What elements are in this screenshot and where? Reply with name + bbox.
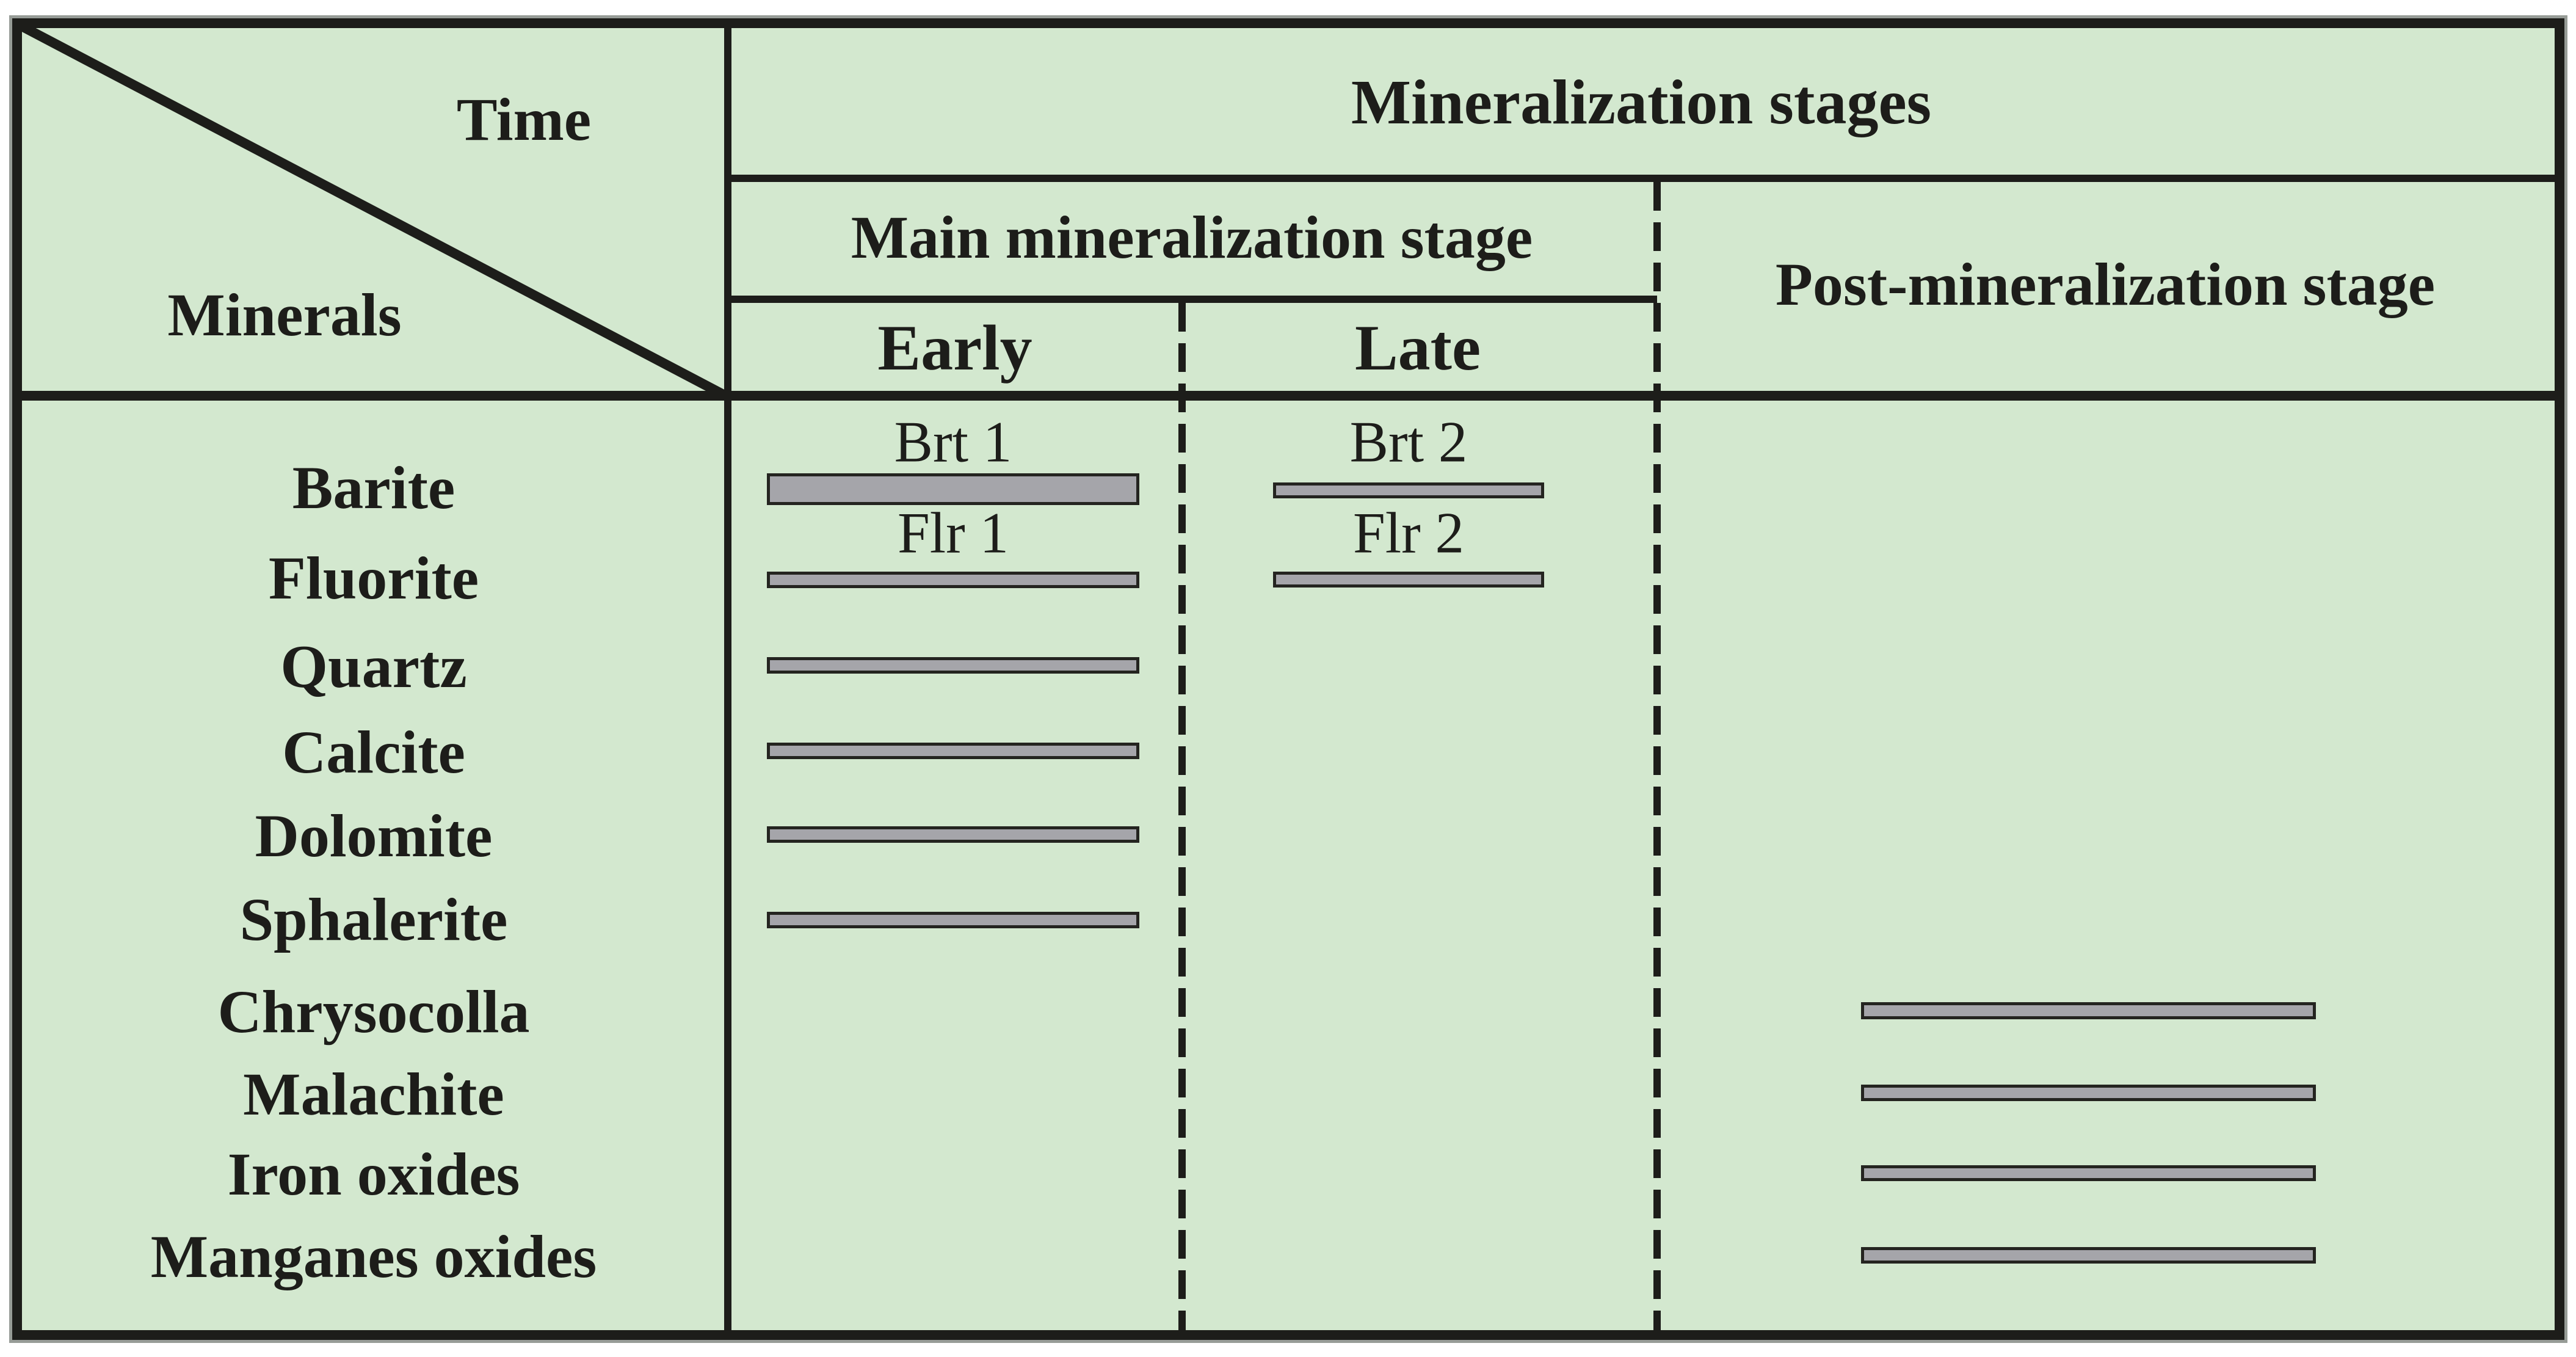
mineral-label-manganes-oxides: Manganes oxides bbox=[150, 1223, 597, 1290]
divider-under-stages-header bbox=[724, 175, 2555, 182]
header-late: Late bbox=[1354, 312, 1481, 384]
header-mineralization-stages: Mineralization stages bbox=[1351, 67, 1932, 137]
bar-label-brt1: Brt 1 bbox=[894, 409, 1012, 475]
corner-label-time: Time bbox=[456, 85, 592, 153]
table-frame: Time Minerals Mineralization stages Main… bbox=[12, 18, 2564, 1340]
header-post-mineralization-stage: Post-mineralization stage bbox=[1775, 250, 2436, 318]
bar-dolomite-early bbox=[767, 826, 1139, 843]
bar-malachite-post bbox=[1861, 1085, 2316, 1101]
mineral-label-chrysocolla: Chrysocolla bbox=[217, 978, 530, 1046]
mineral-label-fluorite: Fluorite bbox=[268, 544, 479, 612]
mineral-label-barite: Barite bbox=[292, 454, 455, 522]
bar-quartz-early bbox=[767, 657, 1139, 674]
bar-calcite-early bbox=[767, 743, 1139, 759]
bar-label-flr2: Flr 2 bbox=[1352, 500, 1465, 566]
bar-fluorite-late bbox=[1273, 572, 1544, 588]
corner-label-minerals: Minerals bbox=[167, 281, 402, 349]
bar-fluorite-early bbox=[767, 572, 1139, 588]
divider-header-body bbox=[22, 391, 2555, 401]
bar-manganes-oxides-post bbox=[1861, 1247, 2316, 1264]
divider-minerals-column bbox=[724, 28, 731, 1330]
divider-early-late-dashed bbox=[1178, 303, 1186, 1330]
bar-label-brt2: Brt 2 bbox=[1349, 409, 1468, 475]
divider-under-main-stage bbox=[724, 296, 1657, 303]
bar-sphalerite-early bbox=[767, 912, 1139, 928]
bar-chrysocolla-post bbox=[1861, 1002, 2316, 1019]
mineral-label-malachite: Malachite bbox=[243, 1060, 504, 1128]
bar-barite-early bbox=[767, 473, 1139, 505]
bar-barite-late bbox=[1273, 482, 1544, 498]
bar-label-flr1: Flr 1 bbox=[897, 500, 1009, 566]
divider-late-post-dashed bbox=[1653, 182, 1661, 1330]
mineral-label-calcite: Calcite bbox=[282, 718, 465, 786]
header-main-mineralization-stage: Main mineralization stage bbox=[851, 203, 1533, 271]
header-early: Early bbox=[877, 312, 1032, 384]
bar-iron-oxides-post bbox=[1861, 1165, 2316, 1181]
mineral-label-quartz: Quartz bbox=[280, 633, 467, 700]
mineral-label-iron-oxides: Iron oxides bbox=[227, 1140, 520, 1208]
mineral-label-sphalerite: Sphalerite bbox=[239, 886, 508, 953]
mineral-label-dolomite: Dolomite bbox=[255, 802, 493, 870]
